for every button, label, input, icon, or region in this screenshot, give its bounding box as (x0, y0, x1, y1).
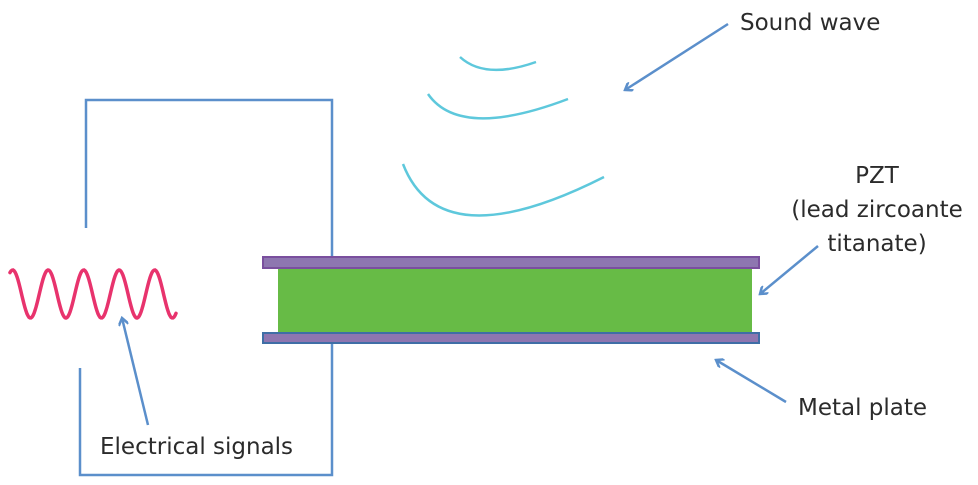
sound-wave-arc-1 (459, 56, 537, 72)
sound-wave-arc-2 (426, 93, 569, 120)
label-pzt: PZT (855, 163, 900, 189)
label-metal-plate: Metal plate (798, 395, 927, 421)
metal-plate-top (262, 256, 760, 269)
metal-plate-arrow (716, 360, 787, 404)
electrical-signal-wave (8, 268, 178, 320)
label-pzt-name: (lead zircoante (791, 197, 963, 223)
metal-plate-bottom (262, 332, 760, 344)
wire-bottom (78, 343, 334, 477)
label-sound-wave: Sound wave (740, 10, 880, 36)
label-electrical-signals: Electrical signals (100, 434, 293, 460)
sound-wave-arrow (625, 22, 729, 90)
sound-wave-arc-3 (401, 163, 605, 217)
wire-top (84, 98, 334, 258)
electrical-signals-arrow (122, 318, 150, 426)
pzt-crystal (278, 268, 752, 333)
label-pzt-name-cont: titanate) (827, 231, 926, 257)
pzt-arrow (760, 245, 819, 294)
